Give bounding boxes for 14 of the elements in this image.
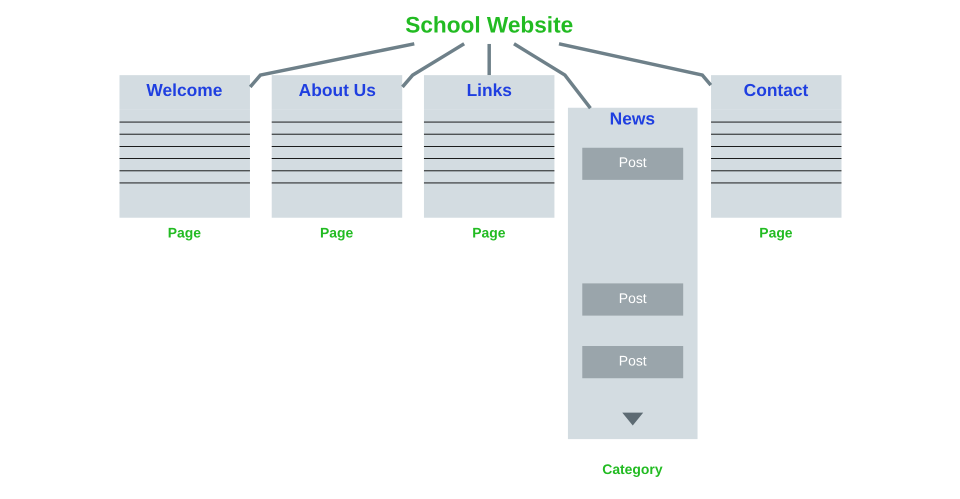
node-label: Page	[167, 224, 201, 241]
node-box: Post	[582, 148, 683, 180]
node-box: Post	[582, 346, 683, 378]
node-label: Page	[320, 224, 353, 241]
node-label: Category	[602, 461, 662, 478]
node-label: Page	[758, 224, 792, 241]
connector	[400, 42, 465, 88]
node-label: Page	[472, 224, 505, 241]
connector	[486, 44, 490, 76]
connector	[512, 42, 592, 110]
node-text: School Website	[404, 12, 573, 38]
connector	[558, 42, 712, 86]
node-box: Post	[582, 283, 683, 316]
connector	[248, 42, 414, 88]
